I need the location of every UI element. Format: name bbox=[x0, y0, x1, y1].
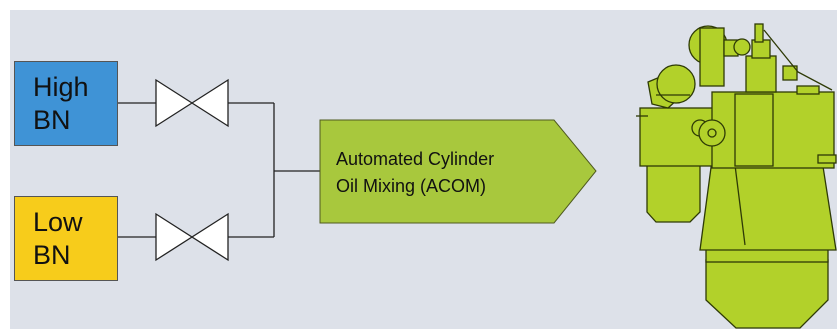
low-bn-tank: Low BN bbox=[14, 196, 118, 281]
high-bn-valve bbox=[155, 78, 229, 128]
high-bn-tank: High BN bbox=[14, 61, 118, 146]
acom-label: Automated Cylinder Oil Mixing (ACOM) bbox=[336, 146, 561, 200]
low-bn-label-line2: BN bbox=[33, 240, 71, 270]
acom-process-arrow bbox=[319, 119, 597, 224]
acom-label-line2: Oil Mixing (ACOM) bbox=[336, 176, 487, 196]
high-bn-label-line1: High bbox=[33, 72, 89, 102]
engine-illustration bbox=[636, 23, 837, 329]
low-bn-label-line1: Low bbox=[33, 207, 83, 237]
high-bn-label-line2: BN bbox=[33, 105, 71, 135]
low-bn-valve bbox=[155, 212, 229, 262]
acom-label-line1: Automated Cylinder bbox=[336, 149, 495, 169]
